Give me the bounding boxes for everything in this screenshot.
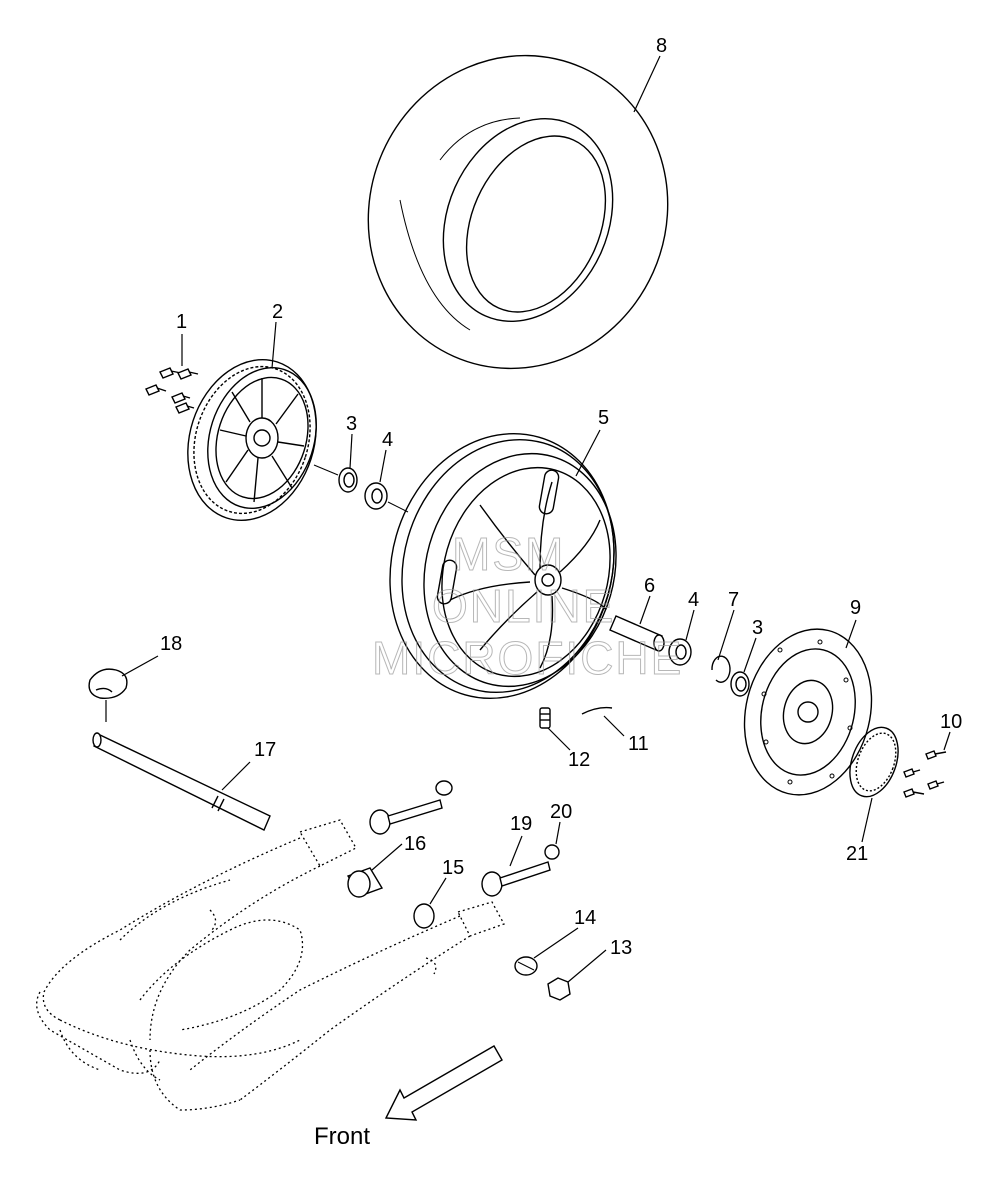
callout-2: 2 <box>272 301 283 323</box>
part-washer-14 <box>514 956 538 976</box>
part-bushing-15 <box>413 903 435 929</box>
callout-14: 14 <box>574 907 596 929</box>
part-spacer <box>609 615 665 652</box>
callout-3-left: 3 <box>346 413 357 435</box>
watermark-line-2: ONLINE <box>432 580 615 632</box>
watermark: MSM ONLINE MICROFICHE <box>372 528 683 685</box>
callout-7: 7 <box>728 589 739 611</box>
callout-19: 19 <box>510 813 532 835</box>
part-nut-13 <box>547 977 571 1001</box>
callout-11: 11 <box>628 733 649 755</box>
callout-6: 6 <box>644 575 655 597</box>
callout-12: 12 <box>568 749 590 771</box>
part-nut-upper <box>435 780 453 796</box>
callout-1: 1 <box>176 311 187 333</box>
part-disc-bolts <box>903 750 947 798</box>
part-swingarm <box>36 819 505 1111</box>
callout-labels: 1 2 3 4 5 6 4 7 3 8 9 10 11 12 13 14 15 … <box>160 35 962 959</box>
callout-13: 13 <box>610 937 632 959</box>
callout-16: 16 <box>404 833 426 855</box>
part-bolts-1 <box>145 367 199 414</box>
callout-4-left: 4 <box>382 429 393 451</box>
front-direction-arrow <box>384 1045 503 1121</box>
watermark-line-3: MICROFICHE <box>372 632 683 684</box>
part-bushing-16 <box>346 867 384 898</box>
part-adjuster-cam <box>88 668 128 699</box>
part-bearing-left <box>364 482 388 510</box>
callout-20: 20 <box>550 801 572 823</box>
part-nut-20 <box>544 844 560 860</box>
part-wheel <box>387 432 617 700</box>
callout-8: 8 <box>656 35 667 57</box>
part-seal-right <box>730 671 750 697</box>
callout-5: 5 <box>598 407 609 429</box>
callout-18: 18 <box>160 633 182 655</box>
part-seal-left <box>338 467 358 493</box>
callout-15: 15 <box>442 857 464 879</box>
part-tone-ring <box>849 726 899 798</box>
callout-3-right: 3 <box>752 617 763 639</box>
part-balance-weight <box>581 706 613 715</box>
part-bolt-16 <box>369 799 443 835</box>
part-brake-disc <box>743 628 873 796</box>
part-axle <box>92 732 271 831</box>
front-label: Front <box>314 1123 370 1150</box>
callout-4-right: 4 <box>688 589 699 611</box>
part-pulley <box>187 358 317 522</box>
leader-lines <box>105 55 951 983</box>
part-bolt-19 <box>481 861 551 897</box>
callout-10: 10 <box>940 711 962 733</box>
part-valve <box>539 707 551 729</box>
part-tire <box>367 54 669 370</box>
part-circlip <box>711 655 731 683</box>
callout-9: 9 <box>850 597 861 619</box>
watermark-line-1: MSM <box>452 528 565 580</box>
callout-17: 17 <box>254 739 276 761</box>
callout-21: 21 <box>846 843 868 865</box>
part-bearing-right <box>668 638 692 666</box>
